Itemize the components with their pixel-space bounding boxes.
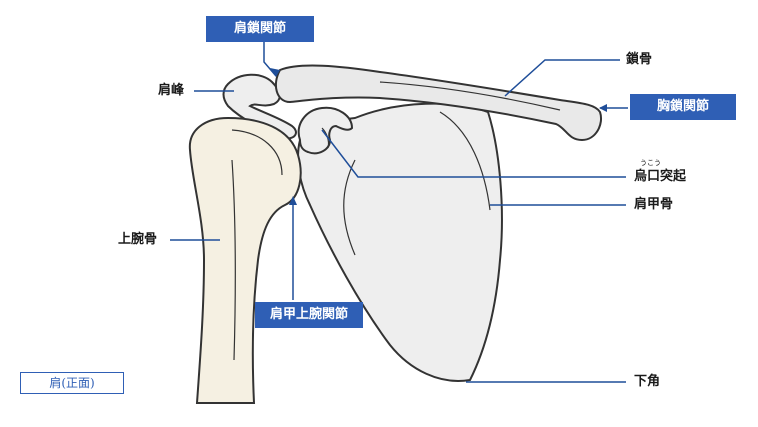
label-sternoclavicular-joint: 胸鎖関節 — [630, 94, 736, 120]
label-acromioclavicular-joint: 肩鎖関節 — [206, 16, 314, 42]
label-acromion: 肩峰 — [158, 83, 184, 99]
label-humerus: 上腕骨 — [118, 232, 157, 248]
label-glenohumeral-joint: 肩甲上腕関節 — [255, 302, 363, 328]
label-scapula: 肩甲骨 — [634, 197, 673, 213]
label-coracoid-process: 烏口突起 — [634, 169, 686, 185]
label-clavicle: 鎖骨 — [626, 52, 652, 68]
label-coracoid-ruby: うこう — [640, 158, 661, 168]
leader-clavicle — [505, 60, 620, 96]
caption-box: 肩(正面) — [20, 372, 124, 394]
label-inferior-angle: 下角 — [634, 374, 660, 390]
humerus-shape — [190, 118, 301, 403]
